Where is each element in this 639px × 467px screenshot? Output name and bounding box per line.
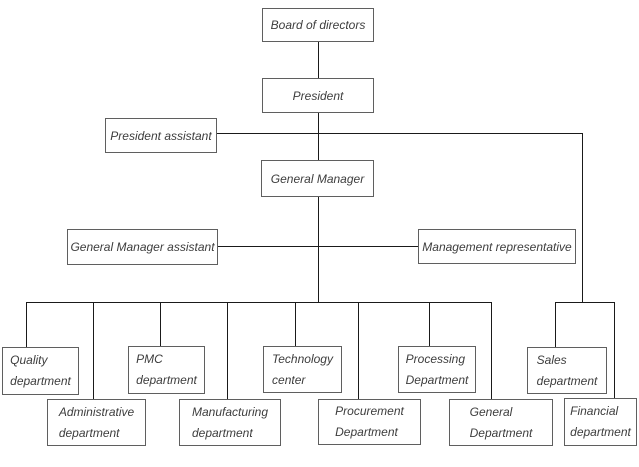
node-label: Board of directors <box>270 18 366 32</box>
node-label: General Manager assistant <box>70 240 215 254</box>
node-general-manager: General Manager <box>261 160 374 197</box>
node-label: Manufacturing department <box>191 404 269 440</box>
node-processing-department: Processing Department <box>398 346 476 393</box>
node-sales-department: Sales department <box>527 347 607 394</box>
node-president-assistant: President assistant <box>105 118 217 153</box>
node-label: Sales department <box>536 352 598 388</box>
node-label: Administrative department <box>58 404 135 440</box>
node-board-of-directors: Board of directors <box>262 8 374 42</box>
node-general-department: General Department <box>449 399 553 446</box>
node-general-manager-assistant: General Manager assistant <box>67 229 218 265</box>
node-label: Management representative <box>422 239 572 254</box>
node-financial-department: Financial department <box>564 398 637 446</box>
node-administrative-department: Administrative department <box>47 399 146 446</box>
node-technology-center: Technology center <box>263 346 342 393</box>
node-pmc-department: PMC department <box>128 346 205 394</box>
node-label: Financial department <box>570 404 631 439</box>
node-label: Quality department <box>10 353 71 388</box>
node-label: Technology center <box>272 351 333 387</box>
node-procurement-department: Procurement Department <box>318 399 421 445</box>
node-management-representative: Management representative <box>418 229 576 264</box>
node-label: General Department <box>469 404 533 440</box>
node-label: President assistant <box>110 128 212 143</box>
node-label: President <box>292 88 344 103</box>
node-label: Procurement Department <box>335 404 404 439</box>
node-label: General Manager <box>270 171 365 186</box>
node-president: President <box>262 78 374 113</box>
node-label: Processing Department <box>405 351 469 387</box>
node-label: PMC department <box>136 352 197 387</box>
node-manufacturing-department: Manufacturing department <box>179 399 281 446</box>
node-quality-department: Quality department <box>2 347 79 395</box>
